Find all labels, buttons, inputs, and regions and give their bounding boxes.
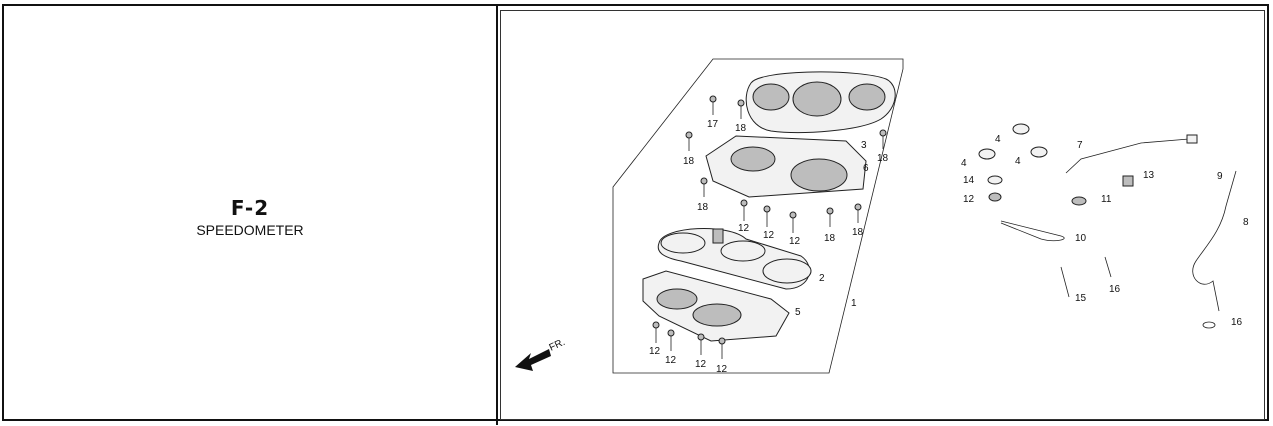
callout: 12 [695,359,707,370]
small-parts [978,123,1237,329]
callout: 1 [851,298,857,309]
callout: 4 [995,134,1001,145]
upper-case [705,135,867,198]
screws-18 [685,95,887,227]
exploded-diagram-frame: FR. 1 2 3 4 4 4 5 6 7 8 9 10 11 12 12 12… [500,10,1265,420]
assembly-outline [612,58,904,374]
callout: 18 [852,227,864,238]
callout: 18 [877,153,889,164]
callout: 6 [863,163,869,174]
callout: 17 [707,119,719,130]
meter-gauges [657,227,812,290]
section-name: SPEEDOMETER [196,222,304,238]
callout: 18 [697,202,709,213]
lower-case [642,270,790,342]
page-frame [2,4,1269,421]
callout: 5 [795,307,801,318]
callout: 12 [738,223,750,234]
callout: 18 [683,156,695,167]
callout: 14 [963,175,975,186]
callout: 12 [649,346,661,357]
front-arrow-label: FR. [548,337,567,354]
callout: 7 [1077,140,1083,151]
callout: 11 [1101,194,1112,205]
callout: 2 [819,273,825,284]
callout: 10 [1075,233,1087,244]
callout: 4 [1015,156,1021,167]
callout: 12 [789,236,801,247]
callout: 9 [1217,171,1223,182]
callout: 13 [1143,170,1155,181]
callout: 4 [961,158,967,169]
frame-divider [496,4,498,425]
front-direction-arrow: FR. [515,337,567,371]
callout: 18 [824,233,836,244]
callout: 15 [1075,293,1087,304]
callout: 8 [1243,217,1249,228]
callout: 12 [716,364,728,375]
section-code: F-2 [230,196,270,220]
callout: 3 [861,140,867,151]
meter-cover [745,71,896,133]
exploded-diagram: FR. 1 2 3 4 4 4 5 6 7 8 9 10 11 12 12 12… [515,58,1249,375]
section-caption: F-2 SPEEDOMETER [100,196,400,238]
callouts: 1 2 3 4 4 4 5 6 7 8 9 10 11 12 12 12 12 … [649,119,1249,375]
callout: 12 [963,194,975,205]
callout: 12 [763,230,775,241]
callout: 16 [1109,284,1121,295]
screws-12 [652,199,797,359]
callout: 18 [735,123,747,134]
callout: 12 [665,355,677,366]
callout: 16 [1231,317,1243,328]
